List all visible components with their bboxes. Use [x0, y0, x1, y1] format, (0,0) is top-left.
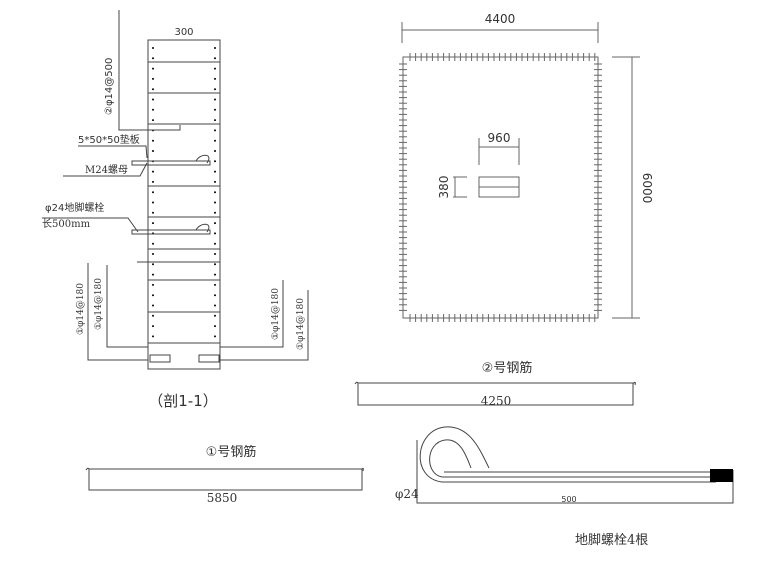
anchor-bolt-detail: φ24 500 地脚螺栓4根 — [395, 426, 734, 548]
plate-label: 5*50*50垫板 — [78, 133, 140, 146]
rebar-dot — [152, 67, 154, 70]
rebar1-left-outer — [87, 263, 148, 361]
rebar-dot — [214, 67, 216, 70]
section-1-1: 300 ②φ14@500 5*50*50垫板 M24螺母 φ24地脚螺栓 长50… — [42, 10, 309, 410]
rebar1-right-callout-b: ①φ14@180 — [296, 298, 306, 350]
rebar1-title: ①号钢筋 — [206, 444, 257, 460]
rebar-dot — [152, 119, 154, 122]
rebar-dot — [214, 47, 216, 49]
rebar-dot — [214, 294, 216, 297]
rebar2-detail: ②号钢筋 4250 — [354, 360, 636, 408]
rebar-dot — [214, 232, 216, 235]
rebar-dot — [152, 222, 154, 225]
rebar-dot — [214, 77, 216, 80]
section-outline — [147, 39, 221, 370]
rebar-dot — [152, 191, 154, 194]
rebar2-title: ②号钢筋 — [482, 360, 533, 376]
rebar-dot — [152, 263, 154, 266]
rebar-dot — [152, 77, 154, 80]
rebar-dot — [152, 139, 154, 142]
plate-leader — [78, 145, 148, 159]
rebar-dot — [214, 283, 216, 286]
inner-width-dim: 960 — [488, 131, 511, 145]
section-dividers — [148, 61, 220, 344]
rebar-dot — [214, 273, 216, 276]
inner-height-dim: 380 — [437, 176, 451, 199]
rebar-dot — [152, 47, 154, 49]
rebar1-right-inner — [220, 280, 284, 348]
rebar-dot — [214, 108, 216, 111]
rebar-dot — [152, 201, 154, 204]
rebar-dot — [152, 98, 154, 101]
rebar-dot — [152, 335, 154, 338]
bolt-diameter: φ24 — [395, 487, 419, 501]
rebar1-left-inner — [106, 265, 148, 348]
rebar1-left-callout-a: ①φ14@180 — [76, 283, 86, 335]
rebar-dot — [214, 335, 216, 338]
rebar-dot — [152, 170, 154, 173]
rebar1-detail: ①号钢筋 5850 — [85, 444, 364, 505]
bolt-label: φ24地脚螺栓 — [45, 201, 104, 214]
rebar-dot — [152, 294, 154, 297]
rebar-dot — [214, 180, 216, 183]
rebar1-left-callout-b: ①φ14@180 — [94, 278, 104, 330]
rebar-dot — [152, 108, 154, 111]
plan-width-dim: 4400 — [485, 12, 516, 26]
section-caption: （剖1-1） — [148, 392, 218, 410]
rebar-dot — [214, 57, 216, 60]
rebar-dot — [152, 304, 154, 307]
rebar-dot — [152, 211, 154, 214]
rebar-dot — [214, 98, 216, 101]
rebar2-leader — [118, 10, 181, 131]
rebar-dot — [214, 129, 216, 132]
rebar1-right-outer — [220, 290, 309, 361]
bolt-length: 500 — [561, 495, 576, 504]
rebar-dot — [214, 253, 216, 255]
rebar-dot — [214, 88, 216, 91]
rebar-dot — [214, 211, 216, 214]
plan-view: 4400 6000 960 380 — [399, 12, 654, 322]
rebar-dots — [152, 47, 216, 338]
anchor-bolt-section-1 — [131, 154, 211, 166]
plan-rebar-ticks — [399, 53, 602, 322]
rebar-dot — [152, 253, 154, 255]
rebar-dot — [214, 119, 216, 122]
section-width-dim: 300 — [174, 27, 193, 38]
rebar-dot — [214, 304, 216, 307]
rebar-dot — [152, 242, 154, 245]
bolt-caption: 地脚螺栓4根 — [575, 532, 648, 548]
rebar-dot — [214, 191, 216, 194]
rebar-dot — [214, 222, 216, 225]
rebar1-length: 5850 — [207, 491, 238, 505]
rebar-dot — [152, 283, 154, 286]
rebar-dot — [214, 139, 216, 142]
rebar-dot — [214, 242, 216, 245]
rebar2-callout: ②φ14@500 — [104, 58, 115, 115]
bolt-leader — [42, 217, 139, 233]
rebar-dot — [152, 325, 154, 328]
rebar-dot — [214, 160, 216, 163]
rebar-dot — [152, 57, 154, 60]
rebar1-right-callout-a: ①φ14@180 — [271, 288, 281, 340]
rebar-dot — [214, 170, 216, 173]
rebar-dot — [152, 88, 154, 91]
anchor-bolt-section-2 — [131, 223, 211, 235]
nut-leader — [63, 162, 148, 177]
rebar-dot — [152, 273, 154, 276]
bolt-length-label: 长500mm — [42, 218, 91, 230]
rebar-dot — [214, 325, 216, 328]
rebar-dot — [214, 150, 216, 152]
rebar-dot — [214, 314, 216, 317]
rebar-dot — [214, 263, 216, 266]
bolt-thread-end — [710, 469, 733, 482]
rebar-dot — [152, 150, 154, 152]
rebar-dot — [152, 180, 154, 183]
rebar-dot — [214, 201, 216, 204]
plan-height-dim: 6000 — [640, 173, 654, 204]
nut-label: M24螺母 — [85, 164, 128, 176]
rebar-dot — [152, 314, 154, 317]
rebar2-length: 4250 — [481, 394, 512, 408]
